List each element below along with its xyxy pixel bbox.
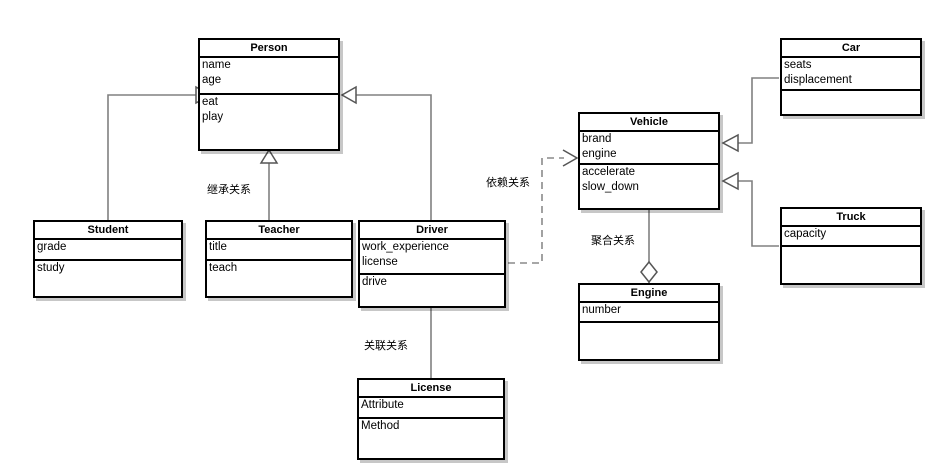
attribute-item: number [582, 304, 621, 316]
attribute-item: seats [784, 59, 812, 71]
attribute-item: displacement [784, 74, 852, 86]
hollow-triangle-marker [721, 133, 739, 153]
operation-item: play [202, 111, 224, 123]
class-box-teacher[interactable]: Teacher title teach [205, 220, 353, 298]
attribute-item: Attribute [361, 399, 404, 411]
attribute-item: age [202, 74, 222, 86]
aggregation-relation-label: 聚合关系 [591, 234, 635, 247]
operation-item: Method [361, 420, 400, 432]
class-box-engine[interactable]: Engine number [578, 283, 720, 361]
class-operations-person: eat play [200, 95, 338, 125]
class-name-student: Student [35, 222, 181, 240]
open-arrow-marker [562, 149, 579, 167]
attribute-item: license [362, 256, 398, 268]
edge-student-person[interactable] [107, 85, 212, 220]
attribute-item: grade [37, 241, 67, 253]
class-operations-license: Method [359, 419, 503, 434]
edge-vehicle-engine-aggregation[interactable] [640, 210, 658, 284]
edge-driver-person[interactable] [340, 85, 432, 220]
class-attributes-car: seats displacement [782, 58, 920, 91]
operation-item: slow_down [582, 181, 639, 193]
class-operations-teacher: teach [207, 261, 351, 276]
edge-car-vehicle[interactable] [721, 77, 779, 153]
hollow-triangle-marker [721, 171, 739, 191]
class-box-vehicle[interactable]: Vehicle brand engine accelerate slow_dow… [578, 112, 720, 210]
hollow-diamond-marker [640, 260, 658, 284]
class-box-person[interactable]: Person name age eat play [198, 38, 340, 151]
class-attributes-license: Attribute [359, 398, 503, 419]
class-name-engine: Engine [580, 285, 718, 303]
operation-item: eat [202, 96, 218, 108]
class-attributes-teacher: title [207, 240, 351, 261]
operation-item: teach [209, 262, 238, 274]
attribute-item: title [209, 241, 227, 253]
dependency-relation-label: 依赖关系 [486, 176, 530, 189]
class-name-person: Person [200, 40, 338, 58]
association-relation-label: 关联关系 [364, 339, 408, 352]
class-attributes-vehicle: brand engine [580, 132, 718, 165]
operation-item: study [37, 262, 65, 274]
operation-item: accelerate [582, 166, 636, 178]
edge-truck-vehicle[interactable] [721, 171, 779, 247]
attribute-item: brand [582, 133, 612, 145]
attribute-item: name [202, 59, 231, 71]
class-box-license[interactable]: License Attribute Method [357, 378, 505, 460]
class-attributes-driver: work_experience license [360, 240, 504, 275]
class-name-teacher: Teacher [207, 222, 351, 240]
class-operations-driver: drive [360, 275, 504, 290]
edge-teacher-person[interactable] [259, 148, 279, 220]
class-attributes-truck: capacity [782, 227, 920, 247]
class-name-license: License [359, 380, 503, 398]
hollow-triangle-marker [340, 85, 357, 105]
class-operations-vehicle: accelerate slow_down [580, 165, 718, 195]
class-attributes-student: grade [35, 240, 181, 261]
hollow-triangle-marker [259, 148, 279, 164]
attribute-item: engine [582, 148, 617, 160]
operation-item: drive [362, 276, 387, 288]
edge-driver-vehicle-dependency[interactable] [508, 149, 579, 264]
attribute-item: capacity [784, 228, 827, 240]
class-box-truck[interactable]: Truck capacity [780, 207, 922, 285]
class-box-car[interactable]: Car seats displacement [780, 38, 922, 116]
attribute-item: work_experience [362, 241, 449, 253]
class-operations-student: study [35, 261, 181, 276]
class-name-car: Car [782, 40, 920, 58]
class-attributes-engine: number [580, 303, 718, 323]
class-attributes-person: name age [200, 58, 338, 95]
class-name-vehicle: Vehicle [580, 114, 718, 132]
inheritance-relation-label: 继承关系 [207, 183, 251, 196]
class-box-student[interactable]: Student grade study [33, 220, 183, 298]
class-name-driver: Driver [360, 222, 504, 240]
class-box-driver[interactable]: Driver work_experience license drive [358, 220, 506, 308]
class-name-truck: Truck [782, 209, 920, 227]
